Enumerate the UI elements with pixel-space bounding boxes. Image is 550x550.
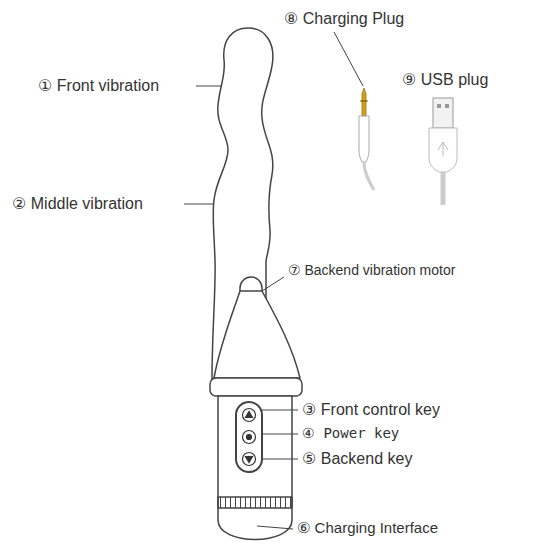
control-panel xyxy=(236,402,262,472)
part-label: ⑥ Charging Interface xyxy=(297,519,438,537)
leader-line xyxy=(262,459,298,460)
power-key xyxy=(243,431,256,444)
part-label: ⑧ Charging Plug xyxy=(284,9,404,28)
front-key xyxy=(243,409,256,422)
leader-line xyxy=(334,32,363,86)
charging-plug xyxy=(359,88,374,190)
up-arrow xyxy=(246,412,253,418)
leader-line xyxy=(262,410,298,411)
part-label: ⑦ Backend vibration motor xyxy=(288,262,455,279)
leader-line xyxy=(196,86,222,87)
part-label: ③ Front control key xyxy=(302,400,440,419)
part-label: ④ Power key xyxy=(302,425,399,442)
part-label: ② Middle vibration xyxy=(12,194,143,213)
leader-line xyxy=(262,277,284,291)
part-label: ⑤ Backend key xyxy=(302,449,412,468)
usb-plug xyxy=(429,98,457,205)
leader-line xyxy=(184,204,213,205)
part-label: ① Front vibration xyxy=(38,76,159,95)
leader-line xyxy=(262,434,298,435)
backend-key xyxy=(243,453,256,466)
down-arrow xyxy=(246,457,253,463)
part-label: ⑨ USB plug xyxy=(402,70,488,89)
rib-band xyxy=(218,497,292,508)
handle-outline xyxy=(218,396,292,540)
handle-collar xyxy=(210,378,302,396)
power-dot xyxy=(247,435,252,440)
leader-line xyxy=(257,526,293,529)
arm-outline xyxy=(214,291,300,378)
